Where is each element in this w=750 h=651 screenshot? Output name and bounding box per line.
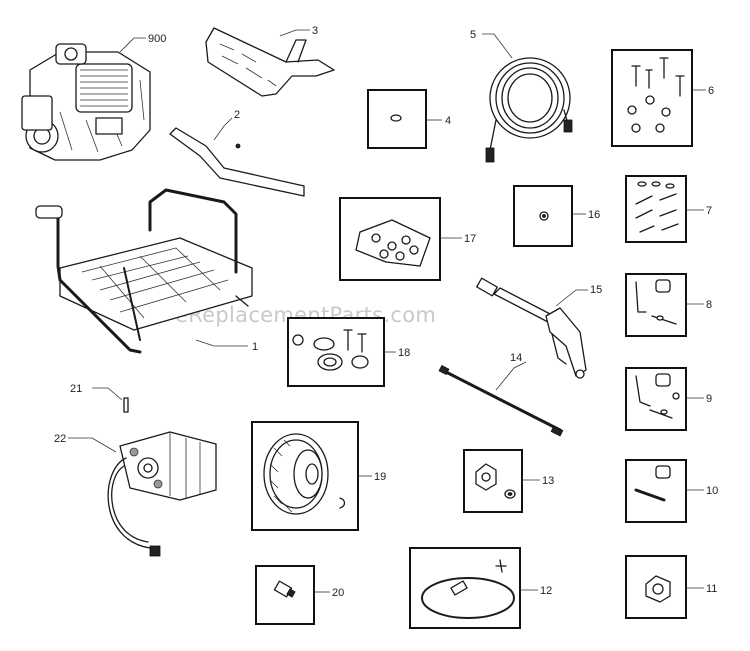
leader-15 [555, 289, 588, 307]
kit-part-12 [409, 547, 521, 629]
leader-1 [195, 339, 248, 347]
hose-part-5 [485, 57, 573, 163]
part-number-7: 7 [706, 205, 712, 217]
leader-14 [495, 361, 527, 391]
part-4-box [367, 89, 427, 149]
part-number-20: 20 [332, 587, 344, 599]
part-number-17: 17 [464, 233, 476, 245]
part-number-6: 6 [708, 85, 714, 97]
part-10-box [625, 459, 687, 523]
wheel-part-19 [251, 421, 359, 531]
part-number-9: 9 [706, 393, 712, 405]
part-number-3: 3 [312, 25, 318, 37]
part-number-4: 4 [445, 115, 451, 127]
leader-2 [213, 117, 233, 141]
engine-part-900 [21, 43, 151, 161]
part-number-900: 900 [148, 33, 166, 45]
leader-22 [68, 437, 117, 453]
frame-part-1 [35, 188, 253, 354]
hardware-kit-part-6 [611, 49, 693, 147]
part-number-21: 21 [70, 383, 82, 395]
tube-part-2 [169, 127, 305, 197]
part-number-15: 15 [590, 284, 602, 296]
part-number-11: 11 [706, 583, 717, 595]
pump-part-22 [107, 431, 217, 557]
connector-part-20 [255, 565, 315, 625]
part-16-box [513, 185, 573, 247]
leader-5 [482, 33, 513, 59]
kit-part-17 [339, 197, 441, 281]
fastener-kit-part-7 [625, 175, 687, 243]
part-number-13: 13 [542, 475, 554, 487]
part-number-16: 16 [588, 209, 600, 221]
part-number-8: 8 [706, 299, 712, 311]
part-9-box [625, 367, 687, 431]
part-number-22: 22 [54, 433, 66, 445]
bearing-kit-part-18 [287, 317, 385, 387]
part-number-18: 18 [398, 347, 410, 359]
leader-21 [92, 387, 123, 401]
fittings-part-13 [463, 449, 523, 513]
part-number-12: 12 [540, 585, 552, 597]
leader-900 [119, 37, 146, 53]
part-number-19: 19 [374, 471, 386, 483]
spray-gun-part-15 [476, 277, 587, 379]
part-number-2: 2 [234, 109, 240, 121]
part-8-box [625, 273, 687, 337]
coupling-part-11 [625, 555, 687, 619]
part-number-14: 14 [510, 352, 522, 364]
handle-bracket-part-3 [205, 27, 335, 97]
pin-part-21 [123, 397, 129, 413]
lance-part-14 [438, 364, 564, 437]
part-number-1: 1 [252, 341, 258, 353]
part-number-5: 5 [470, 29, 476, 41]
part-number-10: 10 [706, 485, 718, 497]
leader-3 [279, 29, 310, 37]
